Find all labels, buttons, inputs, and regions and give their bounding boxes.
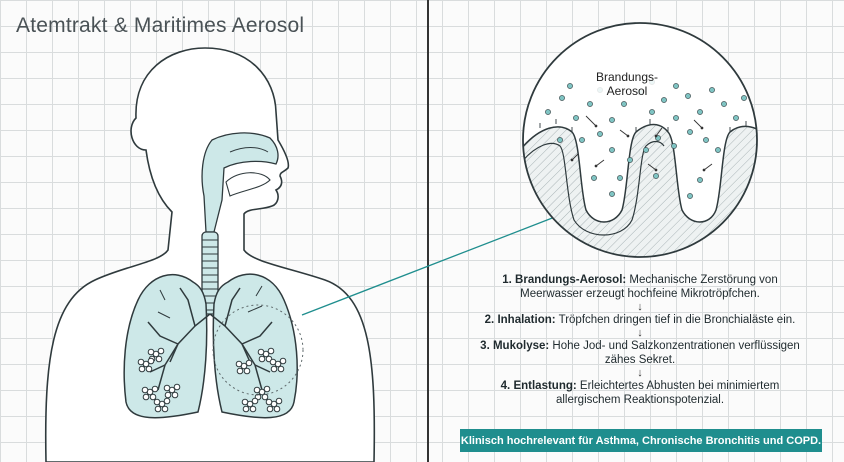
step-list: 1. Brandungs-Aerosol: Mechanische Zerstö… [470,273,810,407]
panel-divider [427,0,429,462]
zoom-label-line2: Aerosol [606,84,648,98]
epithelium-folds [523,123,757,257]
step-2: 2. Inhalation: Tröpfchen dringen tief in… [484,314,796,326]
tongue [225,172,271,197]
step-3: 3. Mukolyse: Hohe Jod- und Salzkonzentra… [480,340,800,366]
down-arrow-icon: ↓ [637,327,643,339]
footer-banner: Klinisch hochrelevant für Asthma, Chroni… [460,429,822,452]
left-lung [123,273,208,419]
nasal-cavity [201,132,279,233]
bronchial-tree [147,285,273,391]
focus-circle [212,304,304,396]
callout-line [301,214,561,316]
right-lung [212,273,298,419]
zoom-circle [522,22,758,258]
down-arrow-icon: ↓ [637,367,643,379]
zoom-label-line1: Brandungs- [595,70,659,84]
aerosol-droplets [545,79,757,199]
page-title: Atemtrakt & Maritimes Aerosol [16,14,305,37]
step-1: 1. Brandungs-Aerosol: Mechanische Zerstö… [502,274,778,300]
down-arrow-icon: ↓ [637,301,643,313]
alveoli-clusters [137,347,287,413]
zoom-label: Brandungs- Aerosol [592,70,662,98]
step-4: 4. Entlastung: Erleichtertes Abhusten be… [500,380,780,406]
